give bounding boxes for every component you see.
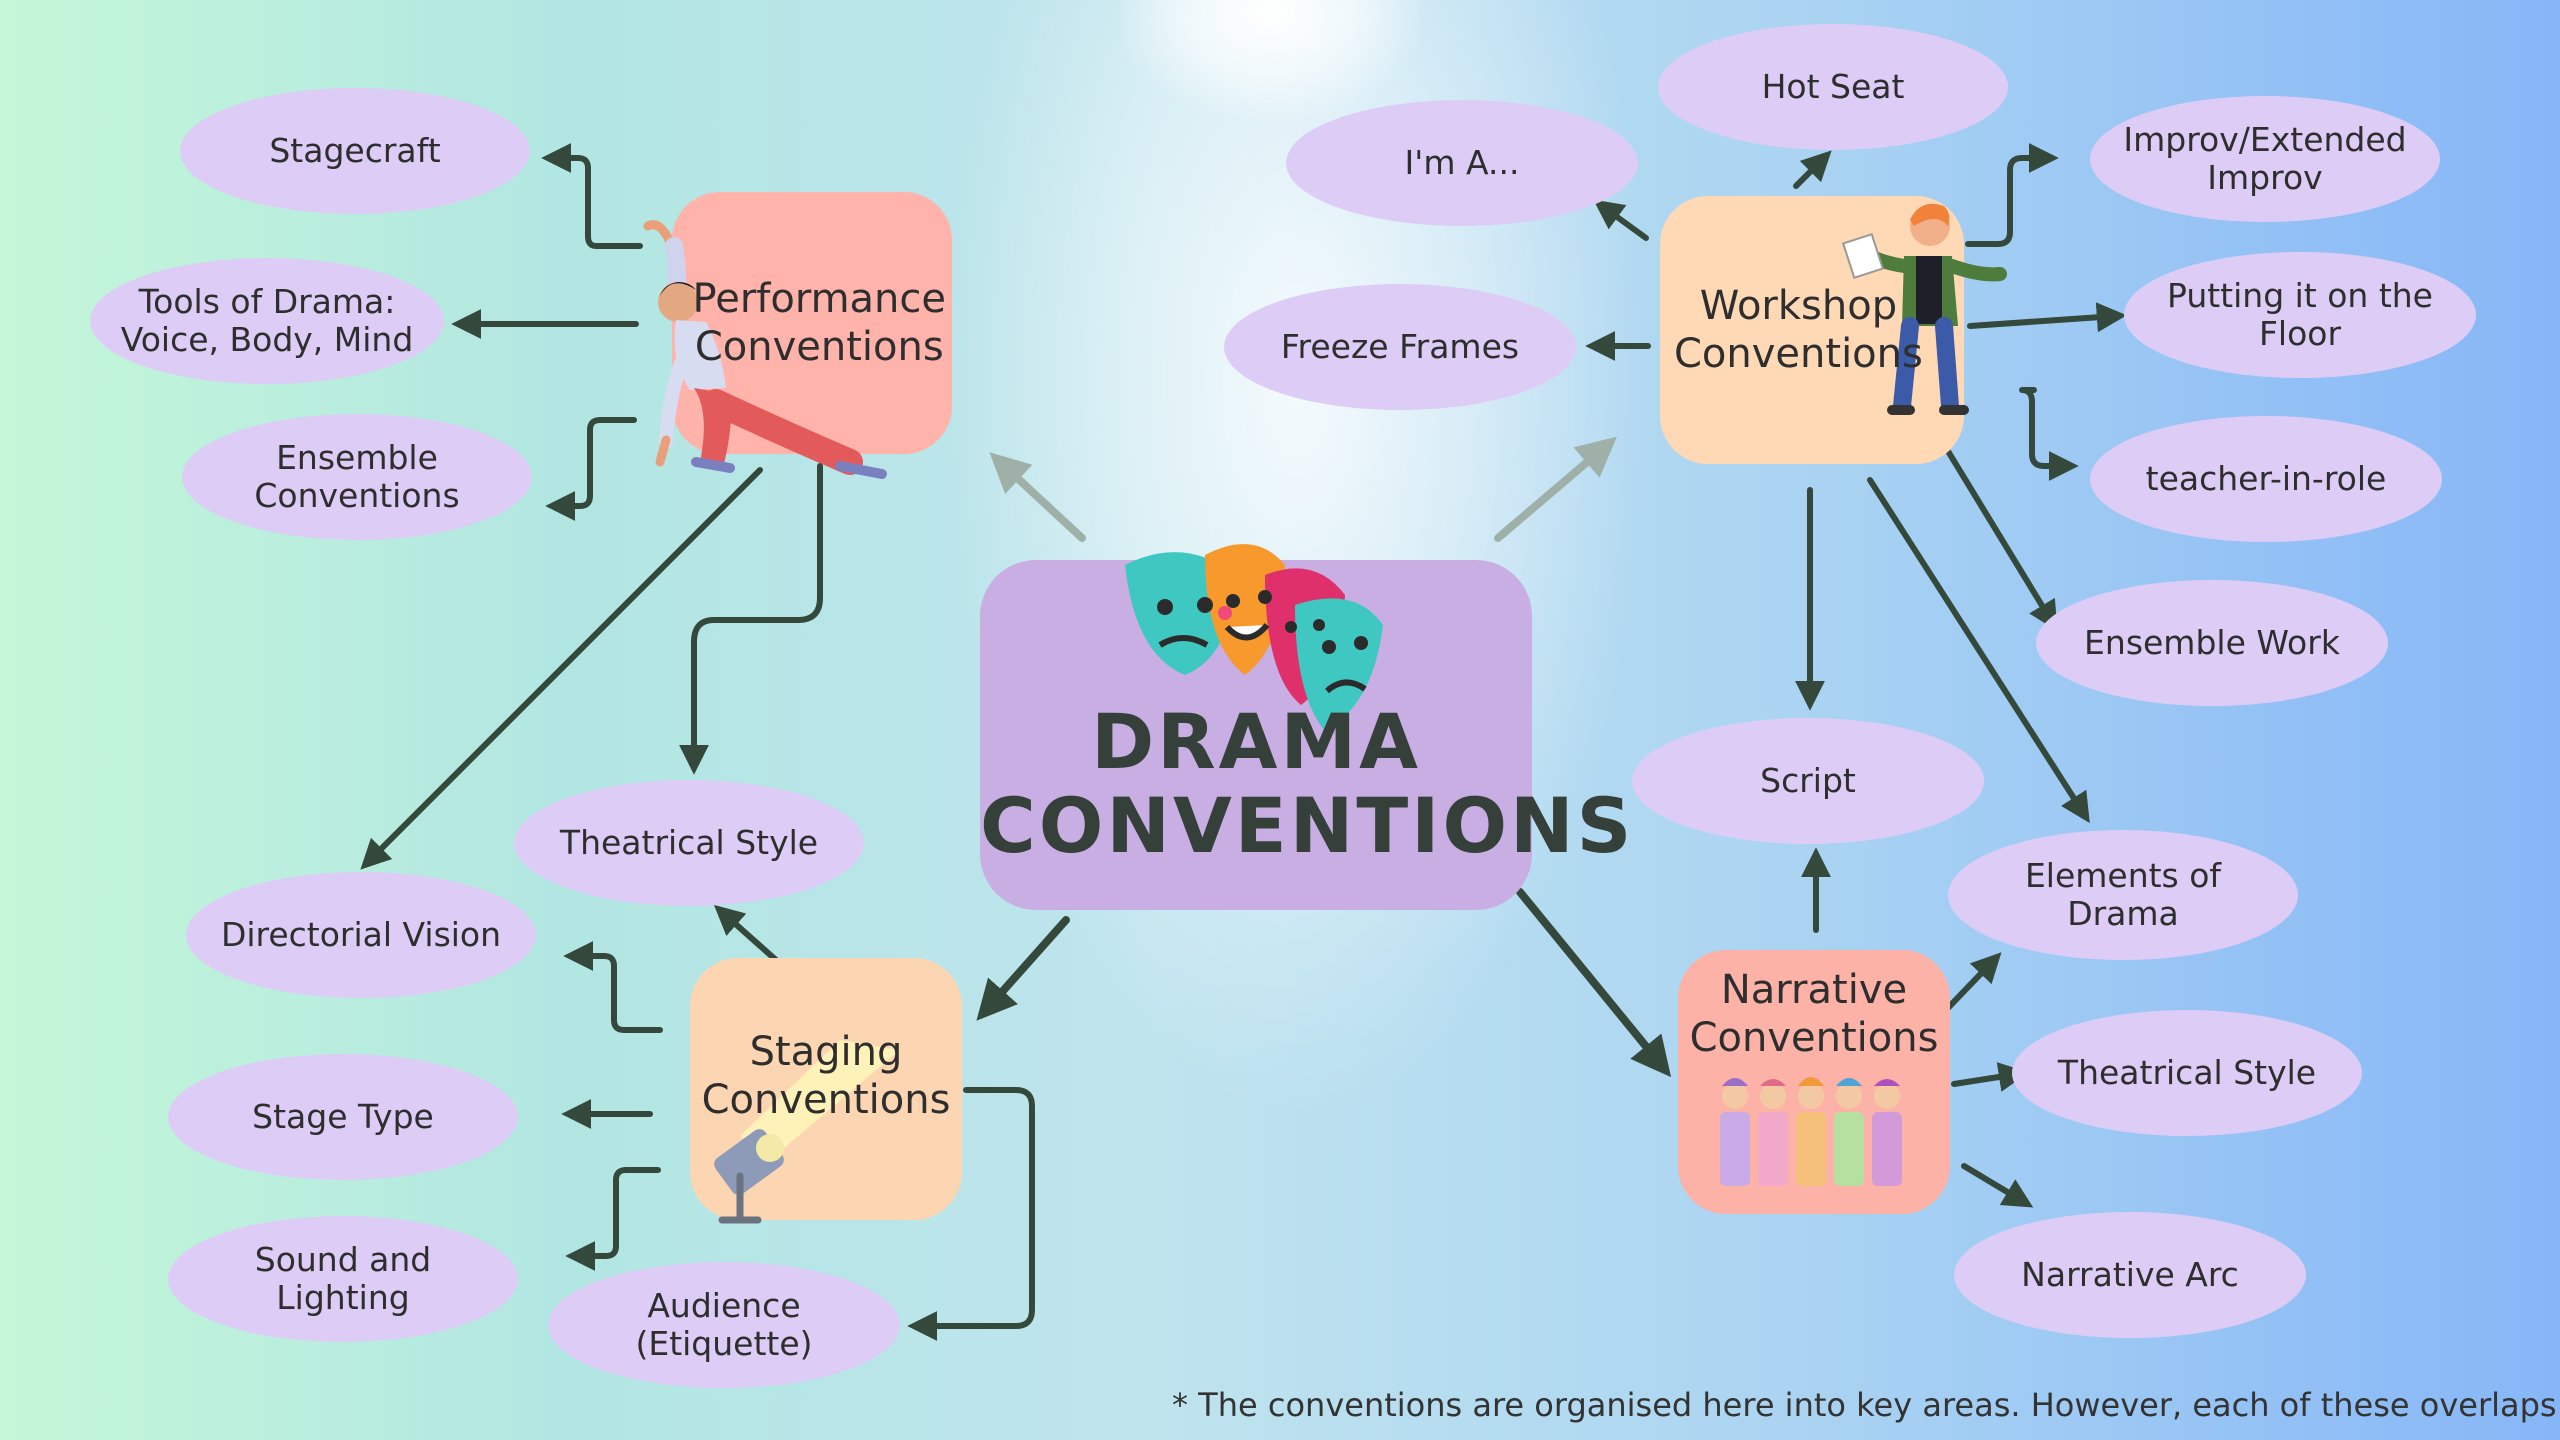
arrow-to-teacher-in-role <box>2019 387 2079 481</box>
arrow-to-putting-it-on-floor <box>1967 302 2127 333</box>
leaf-narrative-arc[interactable]: Narrative Arc <box>1954 1212 2306 1338</box>
leaf-ensemble-conventions[interactable]: Ensemble Conventions <box>182 414 532 540</box>
hub-workshop-label: Workshop Conventions <box>1674 283 1923 377</box>
arrow-to-narrative-arc <box>1961 1163 2034 1208</box>
teacher-illustration <box>1841 203 2007 415</box>
arrow-to-stagecraft <box>541 143 643 249</box>
arrow-to-theatrical-style-top <box>679 463 823 775</box>
leaf-improv-extended-improv[interactable]: Improv/Extended Improv <box>2090 96 2440 222</box>
dancer-illustration <box>643 220 887 479</box>
leaf-tools-of-drama[interactable]: Tools of Drama: Voice, Body, Mind <box>90 258 444 384</box>
hub-performance-label: Performance Conventions <box>692 276 946 370</box>
arrow-to-ensemble-conventions <box>545 417 637 521</box>
hub-workshop-conventions[interactable]: Workshop Conventions <box>1660 196 1964 464</box>
hub-performance-conventions[interactable]: Performance Conventions <box>672 192 952 454</box>
hub-staging-label: Staging Conventions <box>701 1029 951 1123</box>
leaf-putting-it-on-the-floor[interactable]: Putting it on the Floor <box>2124 252 2476 378</box>
leaf-teacher-in-role[interactable]: teacher-in-role <box>2090 416 2442 542</box>
arrow-center-to-staging <box>976 916 1070 1021</box>
arrow-to-elements-of-drama <box>1867 477 2090 824</box>
arrow-center-to-workshop <box>1494 436 1617 542</box>
arrow-center-to-performance <box>989 452 1086 542</box>
leaf-freeze-frames[interactable]: Freeze Frames <box>1224 284 1576 410</box>
spotlight-illustration <box>714 1040 900 1224</box>
leaf-stagecraft[interactable]: Stagecraft <box>180 88 530 214</box>
hub-narrative-label: Narrative Conventions <box>1689 967 1939 1061</box>
leaf-audience-etiquette[interactable]: Audience (Etiquette) <box>548 1262 900 1388</box>
leaf-stage-type[interactable]: Stage Type <box>168 1054 518 1180</box>
arrow-to-directorial-vision <box>360 467 763 870</box>
arrow-to-improv <box>1965 143 2059 247</box>
arrow-to-theatrical-style-narrative <box>1951 1062 2029 1092</box>
leaf-script[interactable]: Script <box>1632 718 1984 844</box>
arrow-to-im-a <box>1593 199 1649 241</box>
leaf-elements-of-drama[interactable]: Elements of Drama <box>1948 830 2298 960</box>
center-title: DRAMA CONVENTIONS <box>980 697 1635 870</box>
arrow-to-sound-and-lighting <box>565 1167 661 1271</box>
leaf-ensemble-work[interactable]: Ensemble Work <box>2036 580 2388 706</box>
footnote: * The conventions are organised here int… <box>1172 1386 2560 1424</box>
arrow-to-ensemble-work <box>1937 435 2058 632</box>
theatre-masks-illustration <box>1125 544 1383 731</box>
arrow-to-hot-seat <box>1793 150 1832 189</box>
leaf-directorial-vision[interactable]: Directorial Vision <box>186 872 536 998</box>
leaf-theatrical-style-narrative[interactable]: Theatrical Style <box>2012 1010 2362 1136</box>
arrow-to-elements-of-drama-narrative <box>1943 952 2002 1013</box>
leaf-hot-seat[interactable]: Hot Seat <box>1658 24 2008 150</box>
arrow-to-audience <box>907 1087 1035 1341</box>
arrow-to-theatrical-style-staging <box>713 904 779 963</box>
characters-illustration <box>1720 1077 1902 1186</box>
arrow-to-directorial-vision-staging <box>563 941 663 1033</box>
arrow-center-to-narrative <box>1516 888 1672 1078</box>
leaf-theatrical-style-staging[interactable]: Theatrical Style <box>514 780 864 906</box>
leaf-im-a[interactable]: I'm A... <box>1286 100 1638 226</box>
leaf-sound-and-lighting[interactable]: Sound and Lighting <box>168 1216 518 1342</box>
